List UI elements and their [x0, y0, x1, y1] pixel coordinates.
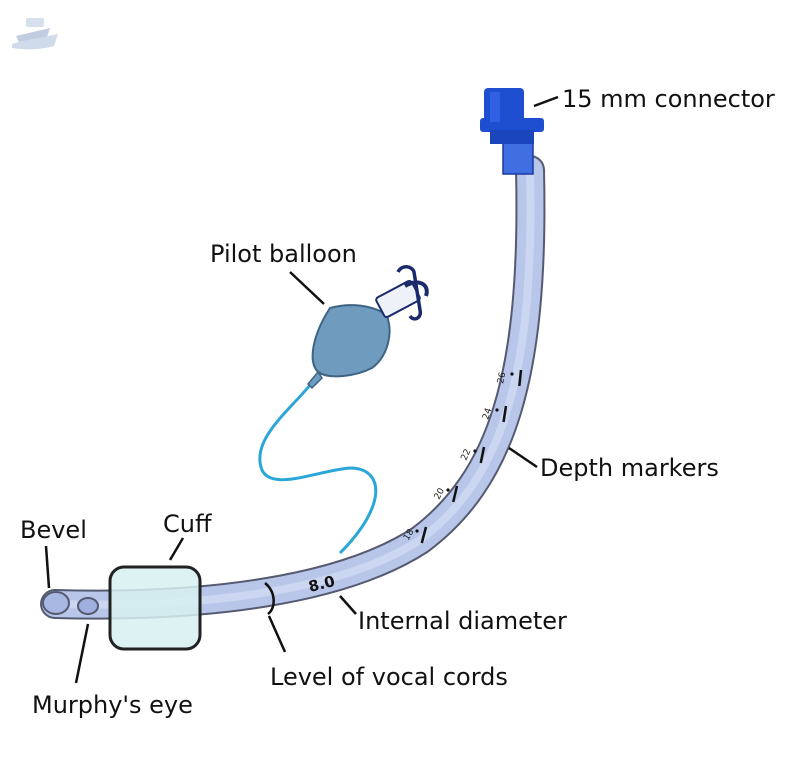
connector-shape	[480, 88, 544, 175]
murphys-eye-hole	[77, 597, 99, 615]
internal-diameter-leader	[339, 595, 357, 615]
murphys-eye-label: Murphy's eye	[32, 691, 193, 719]
tube-outline	[40, 155, 546, 620]
depth-marker-value: 24	[481, 407, 494, 421]
depth-marker-value: 20	[433, 486, 447, 501]
depth-markers-label: Depth markers	[540, 454, 719, 482]
bevel-label: Bevel	[20, 516, 87, 544]
depth-marker-tick	[502, 405, 508, 423]
murphys-eye-leader	[74, 623, 90, 684]
bevel-tip	[42, 591, 70, 615]
inflation-line	[258, 384, 378, 555]
vocal-cords-label: Level of vocal cords	[270, 663, 508, 691]
tube-lumen	[51, 166, 535, 609]
internal-diameter-label: Internal diameter	[358, 607, 567, 635]
depth-marker-dot	[495, 408, 499, 412]
pilot-balloon-shape	[306, 265, 429, 390]
bevel-leader	[44, 545, 51, 589]
cuff-shape	[108, 565, 202, 651]
vocal-cord-mark	[264, 582, 275, 615]
depth-marker-dot	[415, 529, 419, 533]
depth-marker-dot	[473, 449, 477, 453]
depth-marker-dot	[446, 488, 450, 492]
depth-marker-tick	[452, 485, 459, 503]
depth-marker-tick	[479, 446, 486, 464]
vocal-cords-leader	[267, 615, 287, 653]
tube-body	[42, 157, 544, 618]
connector-label: 15 mm connector	[562, 85, 775, 113]
cuff-leader	[168, 537, 185, 561]
pilot-balloon-leader	[289, 271, 325, 305]
depth-marker-tick	[420, 526, 428, 544]
ship-logo-icon	[12, 18, 58, 50]
pilot-balloon-label: Pilot balloon	[210, 240, 357, 268]
connector-leader	[533, 95, 559, 108]
depth-markers-leader	[508, 446, 538, 469]
depth-marker-tick	[518, 369, 523, 387]
cuff-label: Cuff	[163, 510, 212, 538]
depth-marker-value: 22	[460, 448, 474, 463]
internal-diameter-value: 8.0	[307, 572, 337, 596]
depth-marker-dot	[510, 372, 514, 376]
depth-marker-value: 26	[496, 371, 508, 385]
